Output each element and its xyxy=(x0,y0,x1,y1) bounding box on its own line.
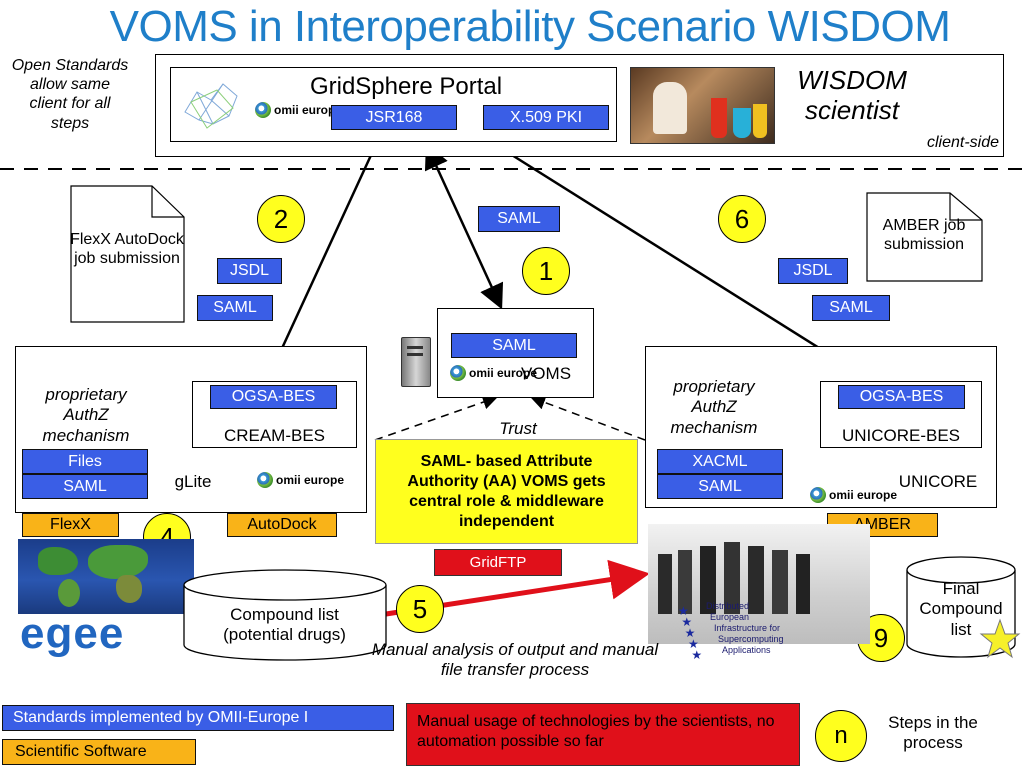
supercomputer-photo xyxy=(648,524,870,644)
open-standards-note: Open Standards allow same client for all… xyxy=(11,57,129,132)
trust-line-right xyxy=(530,395,646,441)
deisa-line: Distributed xyxy=(706,601,750,611)
scientist-photo xyxy=(630,67,775,144)
portal-name: GridSphere Portal xyxy=(309,73,503,100)
deisa-stars-icon: ★ ★ ★ ★ ★ xyxy=(678,604,703,662)
scientist-figure xyxy=(653,82,687,134)
autodock-label: AutoDock xyxy=(227,513,337,537)
server-slot xyxy=(407,353,423,356)
continent-shape xyxy=(38,547,78,575)
legend-standards: Standards implemented by OMII-Europe I xyxy=(2,705,394,731)
document-icon xyxy=(70,185,185,323)
x509-pki-label: X.509 PKI xyxy=(483,105,609,130)
omii-logo-icon xyxy=(450,365,466,381)
left-job-document: FlexX AutoDock job submission xyxy=(70,185,185,323)
client-side-label: client-side xyxy=(926,134,999,151)
glite-ogsa-bes-label: OGSA-BES xyxy=(210,385,337,409)
server-slot xyxy=(407,346,423,349)
legend-manual: Manual usage of technologies by the scie… xyxy=(406,703,800,766)
step-1: 1 xyxy=(522,247,570,295)
omii-europe-logo: omii europe xyxy=(810,487,897,503)
step-2: 2 xyxy=(257,195,305,243)
trust-label: Trust xyxy=(499,419,537,438)
legend-steps-text: Steps in the process xyxy=(888,713,978,753)
blue-flask-icon xyxy=(733,108,751,138)
deisa-line: European xyxy=(710,612,750,622)
step-6: 6 xyxy=(718,195,766,243)
flexx-label: FlexX xyxy=(22,513,119,537)
saml-right-label: SAML xyxy=(812,295,890,321)
cylinder-icon xyxy=(183,569,387,661)
glite-name: gLite xyxy=(174,472,212,491)
glite-authz-text: proprietary AuthZ mechanism xyxy=(42,385,130,445)
step-5: 5 xyxy=(396,585,444,633)
rack-icon xyxy=(658,554,672,614)
wisdom-line2: scientist xyxy=(805,94,899,125)
xacml-label: XACML xyxy=(657,449,783,474)
server-icon xyxy=(401,337,431,387)
unicore-name: UNICORE xyxy=(898,472,978,491)
saml-aa-box: SAML- based Attribute Authority (AA) VOM… xyxy=(375,439,638,544)
final-compound-text: Final Compound list xyxy=(919,579,1003,639)
manual-analysis-caption: Manual analysis of output and manual fil… xyxy=(371,640,659,680)
document-icon xyxy=(866,192,983,282)
jsdl-right-label: JSDL xyxy=(778,258,848,284)
world-map-image xyxy=(18,539,194,614)
deisa-line: Supercomputing xyxy=(718,634,784,644)
molecule-icon xyxy=(184,83,238,129)
trust-line-left xyxy=(374,394,498,441)
glite-saml-label: SAML xyxy=(22,474,148,499)
jsr168-label: JSR168 xyxy=(331,105,457,130)
continent-shape xyxy=(88,545,148,579)
gridftp-label: GridFTP xyxy=(434,549,562,576)
omii-europe-logo: omii europe xyxy=(255,102,342,118)
star-icon xyxy=(979,618,1021,659)
rack-icon xyxy=(700,546,716,614)
unicore-authz-text: proprietary AuthZ mechanism xyxy=(670,377,758,437)
unicore-ogsa-bes-label: OGSA-BES xyxy=(838,385,965,409)
page-title: VOMS in Interoperability Scenario WISDOM xyxy=(109,2,951,51)
right-document-text: AMBER job submission xyxy=(882,217,966,254)
wisdom-label: WISDOM scientist xyxy=(782,65,922,126)
omii-logo-icon xyxy=(810,487,826,503)
omii-logo-icon xyxy=(257,472,273,488)
voms-name: VOMS xyxy=(520,364,572,383)
omii-logo-icon xyxy=(255,102,271,118)
omii-europe-logo: omii europe xyxy=(450,365,537,381)
continent-shape xyxy=(116,575,142,603)
arrow-portal-to-cream xyxy=(269,139,380,375)
rack-icon xyxy=(724,542,740,614)
compound-list-text: Compound list (potential drugs) xyxy=(223,605,346,645)
saml-left-label: SAML xyxy=(197,295,273,321)
voms-saml-label: SAML xyxy=(451,333,577,358)
legend-step-circle: n xyxy=(815,710,867,762)
deisa-line: Applications xyxy=(722,645,771,655)
continent-shape xyxy=(58,579,80,607)
deisa-line: Infrastructure for xyxy=(714,623,781,633)
deisa-text: Distributed European Infrastructure for … xyxy=(676,601,816,656)
wisdom-line1: WISDOM xyxy=(797,65,907,95)
cream-bes-label: CREAM-BES xyxy=(223,426,326,445)
legend-scientific: Scientific Software xyxy=(2,739,196,765)
arrow-portal-to-unicore xyxy=(487,138,883,388)
saml-top-label: SAML xyxy=(478,206,560,232)
rack-icon xyxy=(772,550,788,614)
arrow-portal-voms xyxy=(424,143,504,310)
compound-list-database: Compound list (potential drugs) xyxy=(183,569,387,661)
yellow-flask-icon xyxy=(753,104,767,138)
rack-icon xyxy=(796,554,810,614)
jsdl-left-label: JSDL xyxy=(217,258,282,284)
rack-icon xyxy=(678,550,692,614)
unicore-bes-label: UNICORE-BES xyxy=(841,426,961,445)
red-flask-icon xyxy=(711,98,727,138)
omii-europe-logo: omii europe xyxy=(257,472,344,488)
unicore-saml-label: SAML xyxy=(657,474,783,499)
right-job-document: AMBER job submission xyxy=(866,192,983,282)
left-document-text: FlexX AutoDock job submission xyxy=(70,231,184,268)
rack-icon xyxy=(748,546,764,614)
files-label: Files xyxy=(22,449,148,474)
egee-logo: egee xyxy=(20,609,125,658)
